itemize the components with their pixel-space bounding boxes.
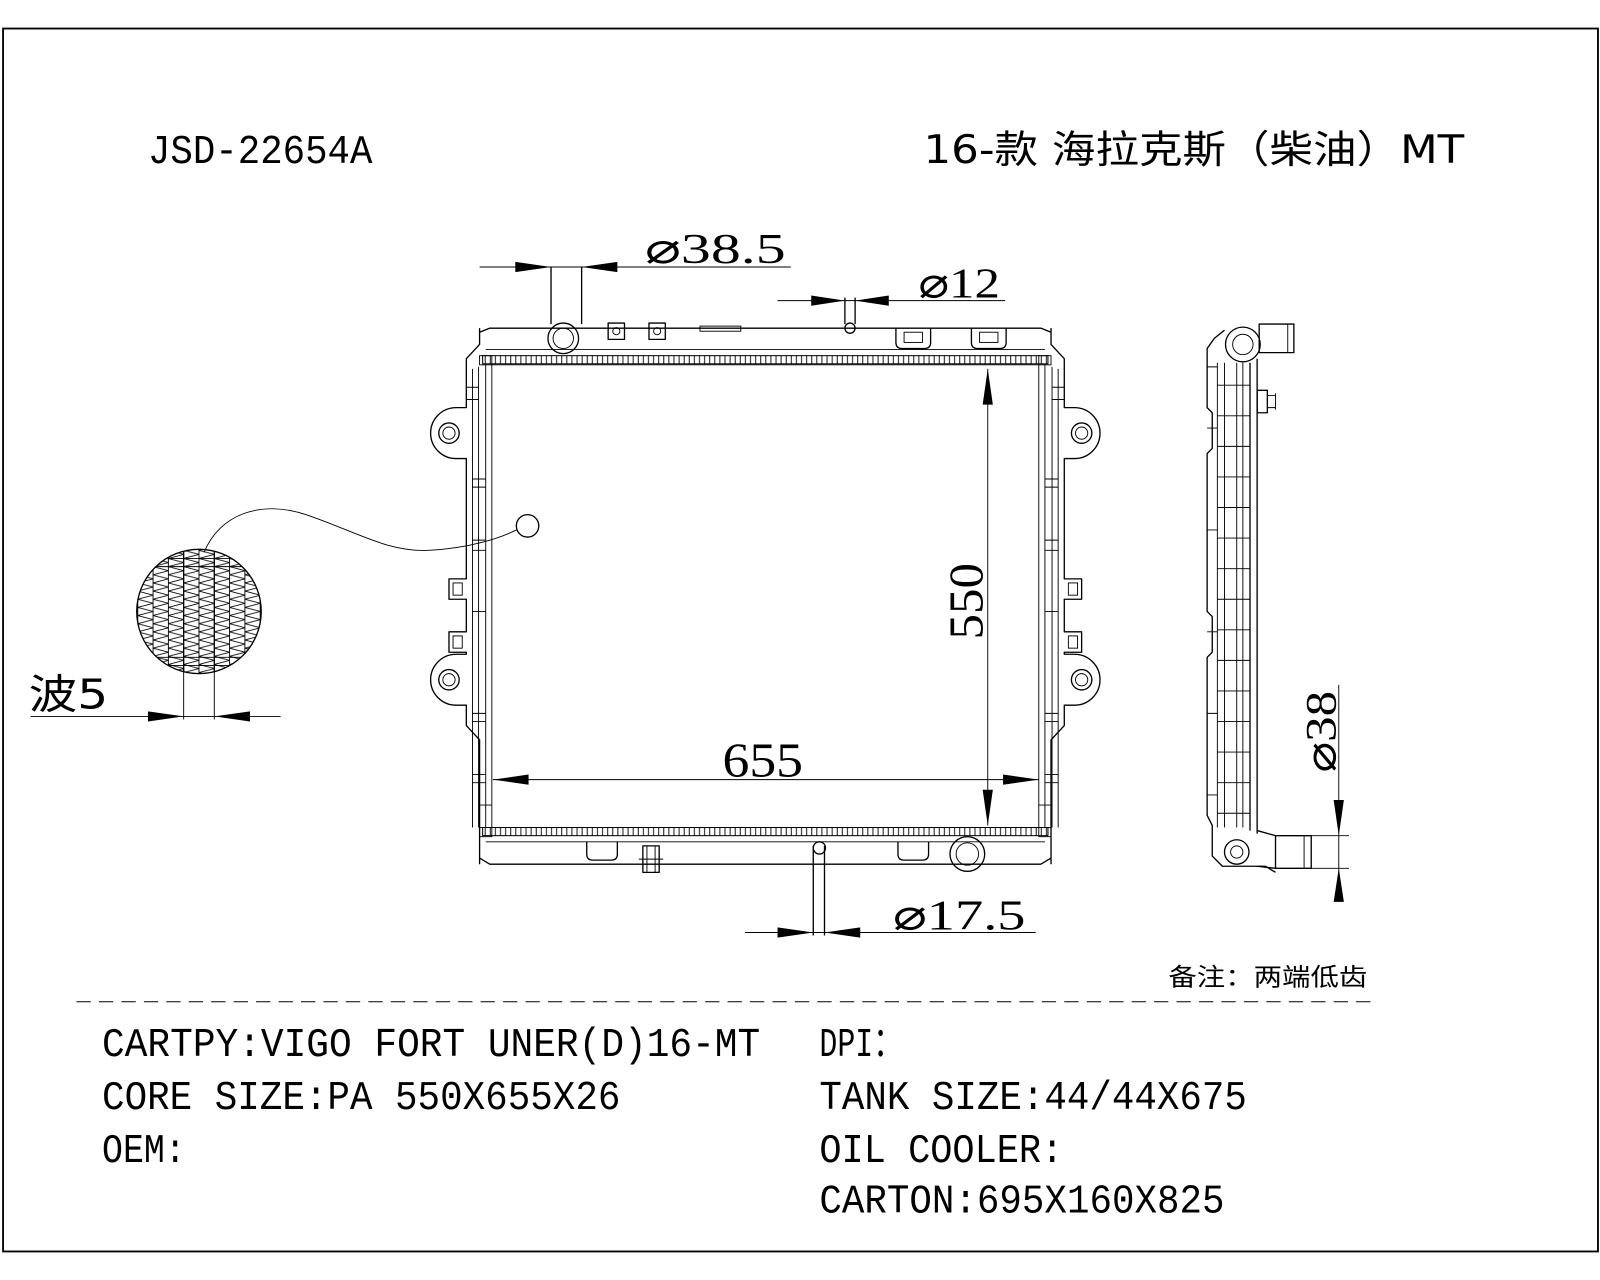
- arrowhead: [855, 295, 889, 306]
- arrowhead: [581, 261, 618, 273]
- fin-band-lines: [136, 558, 262, 666]
- fin-detail-leader: [203, 508, 517, 553]
- vehicle-model: 16-款 海拉克斯（柴油）MT: [923, 128, 1464, 173]
- fin-wave-label: 波5: [29, 670, 109, 718]
- fin-pattern: [136, 549, 262, 674]
- arrowhead: [811, 295, 845, 306]
- side-outlet-neck: [1256, 829, 1276, 869]
- top-bump-2: [970, 328, 1007, 350]
- bleed-pipe-end: [844, 322, 856, 334]
- bottom-tank: [479, 827, 1052, 936]
- top-header-teeth: [482, 355, 1049, 365]
- drawing-border: [2, 27, 1599, 1253]
- extension-lines: [1311, 835, 1349, 869]
- bottom-bump-2: [897, 841, 930, 861]
- side-view-clip-ticks: [1207, 366, 1218, 796]
- dimension-inlet-diameter: ⌀38.5: [479, 226, 791, 273]
- dimension-core-width: 655: [492, 733, 1039, 788]
- top-tank-outline: [479, 327, 1052, 333]
- drain-bracket-lines: [638, 845, 664, 873]
- spec-core-size: CORE SIZE:PA 550X655X26: [102, 1076, 620, 1122]
- side-bleed-fitting-lines: [1267, 393, 1276, 410]
- arrowhead: [147, 711, 184, 722]
- arrowhead: [515, 261, 552, 273]
- fin-detail: [136, 508, 517, 675]
- bottom-bump-1: [586, 841, 619, 861]
- fin-detail-callout-point: [515, 513, 540, 538]
- extension-lines: [183, 667, 215, 720]
- side-view-rear-edges: [1249, 358, 1258, 834]
- outlet-pipe-flange: [949, 836, 986, 872]
- top-bolt-1: [607, 322, 626, 341]
- side-bleed-fitting: [1256, 389, 1269, 414]
- arrowhead: [214, 711, 250, 722]
- inlet-pipe-flange: [547, 322, 580, 355]
- side-inlet-elbow-bore: [1232, 333, 1254, 356]
- side-inlet-elbow: [1224, 326, 1261, 363]
- arrowhead: [824, 927, 861, 938]
- core-width-label: 655: [722, 733, 803, 788]
- side-view-ribs: [1217, 384, 1250, 814]
- arrowhead: [982, 368, 993, 405]
- inlet-diameter-label: ⌀38.5: [645, 226, 786, 273]
- bleed-diameter-label: ⌀12: [918, 261, 1000, 308]
- spec-block-right: DPI： TANK SIZE:44/44X675 OIL COOLER: CAR…: [819, 1023, 1247, 1226]
- top-bump-1: [895, 328, 932, 350]
- top-tank: [479, 267, 1052, 365]
- remark-note: 备注：两端低齿: [1168, 962, 1367, 991]
- dimension-bleed-diameter: ⌀12: [777, 261, 1006, 308]
- arrowhead: [1003, 774, 1039, 785]
- bottom-tank-outline: [479, 857, 1052, 865]
- outlet-diameter-label: ⌀17.5: [893, 892, 1026, 939]
- arrowhead: [777, 927, 814, 938]
- dimension-outlet-diameter: ⌀17.5: [744, 892, 1036, 939]
- top-bolt-2-head: [653, 327, 662, 336]
- side-view-inner-lines: [1216, 362, 1244, 828]
- part-number: JSD-22654A: [148, 130, 373, 176]
- outlet-small-pipe-end: [812, 841, 827, 855]
- core-height-label: 550: [939, 563, 994, 639]
- fin-tube-bold-lines: [183, 549, 215, 674]
- top-bump-1-inner: [903, 331, 923, 343]
- side-view-outline: [1206, 329, 1276, 873]
- spec-carton: CARTON:695X160X825: [819, 1180, 1224, 1226]
- dimension-core-height: 550: [939, 368, 994, 826]
- bottom-header-teeth: [482, 827, 1049, 837]
- side-outlet-elbow: [1223, 839, 1250, 865]
- inlet-pipe-bore: [552, 327, 574, 349]
- spec-dpi: DPI：: [819, 1023, 903, 1069]
- dimension-fin-wave: 波5: [29, 667, 281, 722]
- top-bolt-1-head: [612, 327, 621, 336]
- outlet-small-pipe-walls: [812, 845, 826, 936]
- top-bump-2-inner: [979, 331, 999, 343]
- spec-oil-cooler: OIL COOLER:: [819, 1129, 1063, 1175]
- bleed-pipe-walls: [844, 297, 856, 325]
- side-outlet-elbow-bore: [1230, 845, 1244, 859]
- radiator-side-view: [1206, 323, 1312, 873]
- spec-cartpy: CARTPY:VIGO FORT UNER(D)16-MT: [102, 1023, 760, 1069]
- top-tab: [699, 325, 742, 332]
- side-inlet-pipe: [1258, 323, 1295, 354]
- radiator-front-view: [429, 267, 1101, 936]
- fin-detail-circle: [136, 548, 262, 675]
- spec-block-left: CARTPY:VIGO FORT UNER(D)16-MT CORE SIZE:…: [102, 1023, 760, 1175]
- inlet-pipe-walls: [550, 267, 583, 325]
- spec-oem: OEM:: [102, 1129, 186, 1175]
- fin-tube-lines: [137, 549, 261, 674]
- spec-tank-size: TANK SIZE:44/44X675: [819, 1076, 1247, 1122]
- arrowhead: [982, 789, 993, 826]
- top-bolt-2: [648, 322, 666, 341]
- outlet-pipe-bore: [955, 842, 980, 866]
- side-outlet-pipe: [1274, 835, 1312, 869]
- arrowhead: [492, 774, 529, 785]
- arrowhead: [1333, 800, 1344, 836]
- arrowhead: [1333, 868, 1344, 902]
- side-pipe-diameter-label: ⌀38: [1299, 691, 1346, 773]
- dimension-side-pipe-diameter: ⌀38: [1299, 684, 1349, 902]
